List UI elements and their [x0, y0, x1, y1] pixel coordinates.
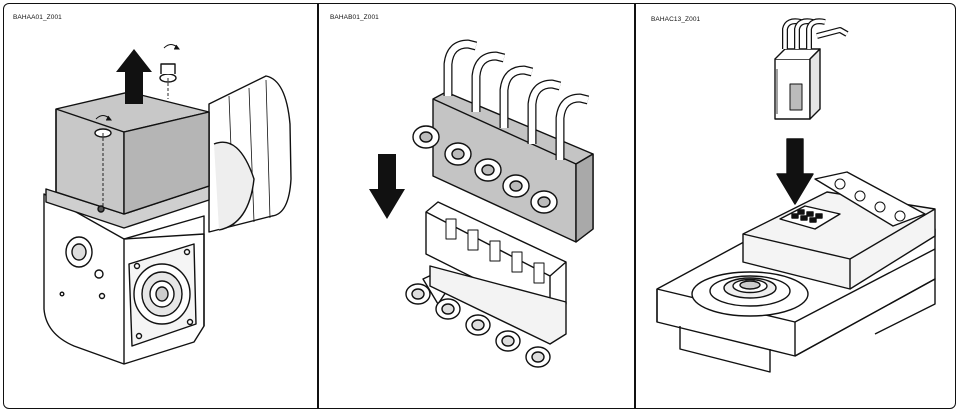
cover-removal-illustration [43, 44, 292, 365]
panel-remove-cover: BAHAA01_Z001 [4, 4, 317, 408]
board-illustration [656, 18, 936, 373]
ref-code: BAHAB01_Z001 [330, 14, 379, 21]
arrow-down-icon [776, 138, 814, 205]
control-knob [691, 271, 809, 317]
ref-code: BAHAC13_Z001 [651, 16, 701, 23]
panel-divider [317, 4, 319, 408]
arrow-up-icon [116, 49, 152, 104]
arrow-down-icon [369, 154, 405, 219]
connector-illustration [369, 39, 594, 368]
plug-barrels [412, 125, 558, 214]
panel-board-plug: BAHAC13_Z001 [635, 4, 955, 408]
plug-wires [782, 18, 849, 49]
figure-frame: BAHAA01_Z001 [3, 3, 956, 409]
socket-pins [405, 265, 567, 368]
wires [443, 39, 590, 160]
panel-divider [634, 4, 636, 408]
panel-connector-plug: BAHAB01_Z001 [318, 4, 634, 408]
ref-code: BAHAA01_Z001 [13, 14, 62, 21]
